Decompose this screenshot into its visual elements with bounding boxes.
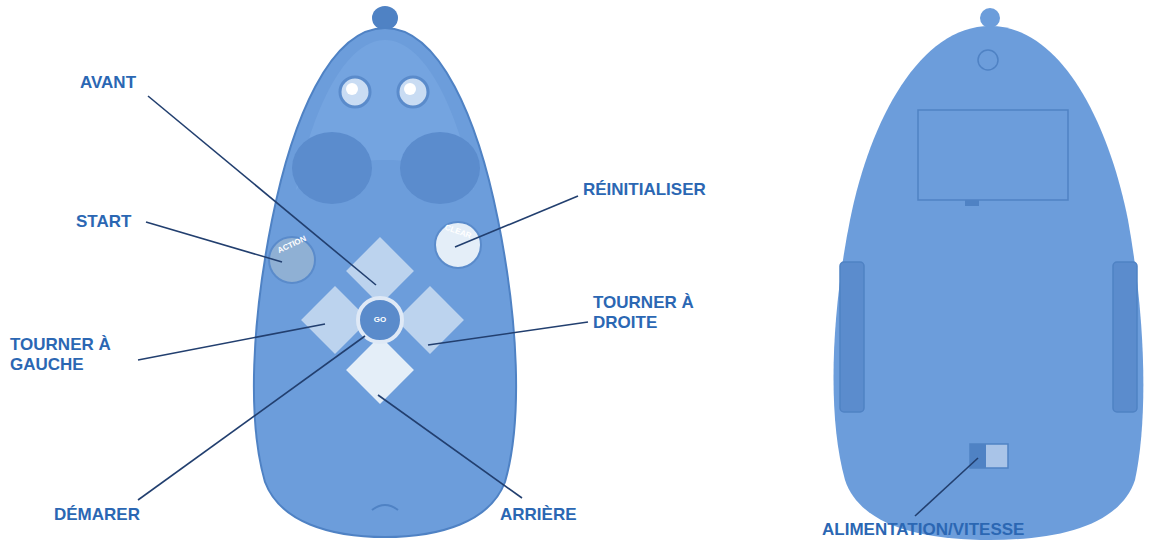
callout-label: TOURNER À GAUCHE (10, 335, 135, 375)
callout-label: ALIMENTATION/VITESSE (822, 520, 1024, 540)
mouse-front (254, 6, 516, 537)
leader-lines (138, 96, 978, 516)
button-text: CLEAR (436, 220, 481, 244)
button-text: ACTION (270, 231, 314, 259)
callout-label: RÉINITIALISER (583, 180, 706, 200)
callout-label: TOURNER À DROITE (593, 293, 703, 333)
callout-label: DÉMARER (54, 505, 140, 525)
callout-label: AVANT (80, 73, 136, 93)
mouse-back (834, 8, 1144, 540)
callout-label: ARRIÈRE (500, 505, 577, 525)
callout-label: START (76, 212, 131, 232)
button-text: GO (360, 315, 400, 325)
